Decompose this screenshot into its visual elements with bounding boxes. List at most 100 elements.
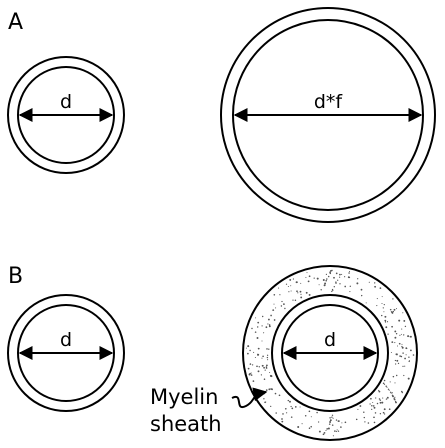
sheath-dot [406,347,408,349]
sheath-dot [299,406,301,408]
sheath-dot [310,425,312,428]
sheath-dot [263,332,265,334]
sheath-dot [275,412,277,414]
sheath-dot [335,282,337,284]
sheath-dot [294,299,297,302]
sheath-dot [373,421,376,424]
sheath-dot [338,420,340,422]
sheath-dot [258,366,260,368]
sheath-dot [268,348,270,350]
sheath-dot [331,290,333,293]
sheath-dot [404,365,406,367]
unmyelinated-diameter-label: d [60,329,72,351]
sheath-dot [331,416,333,418]
sheath-dot [370,397,372,400]
sheath-dot [404,325,407,328]
sheath-dot [257,347,260,350]
sheath-dot [247,352,249,355]
sheath-dot [266,348,268,350]
sheath-dot [383,408,386,411]
sheath-dot [257,321,260,324]
sheath-dot [401,345,403,348]
sheath-dot [330,270,332,272]
sheath-dot [383,383,386,385]
sheath-dot [394,359,397,362]
sheath-dot [329,419,332,422]
sheath-dot [365,302,367,304]
sheath-dot [341,273,343,275]
sheath-dot [322,279,325,281]
sheath-dot [331,288,334,291]
sheath-dot [374,412,377,414]
sheath-dot [382,411,385,414]
sheath-dot [300,296,303,299]
sheath-dot [261,315,264,318]
sheath-dot [357,408,359,410]
sheath-dot [272,309,275,311]
sheath-dot [409,336,411,338]
sheath-dot [247,367,250,370]
sheath-dot [410,349,412,352]
sheath-dot [251,327,253,330]
sheath-dot [392,375,395,378]
large-fiber-diameter-label: d*f [314,91,344,113]
sheath-dot [339,273,341,276]
sheath-dot [383,311,385,313]
sheath-dot [393,308,396,311]
sheath-dot [391,392,393,394]
sheath-dot [273,319,276,321]
sheath-dot [394,363,397,365]
sheath-dot [368,281,370,283]
sheath-dot [389,381,391,383]
sheath-dot [323,284,326,287]
sheath-dot [341,422,343,424]
sheath-dot [402,312,404,314]
sheath-dot [381,401,384,404]
sheath-dot [274,392,277,395]
sheath-dot [255,317,257,319]
sheath-dot [320,289,322,291]
sheath-dot [404,357,407,360]
sheath-dot [284,307,286,310]
sheath-dot [349,291,351,293]
sheath-dot [325,279,327,282]
sheath-dot [292,278,294,280]
sheath-dot [254,356,256,359]
sheath-dot [290,416,293,418]
sheath-dot [339,276,341,278]
sheath-dot [335,419,338,421]
sheath-dot [355,418,358,421]
sheath-dot [379,399,382,401]
sheath-dot [361,294,363,297]
sheath-dot [336,430,338,433]
myelin-sheath-pointer [231,387,268,409]
sheath-dot [395,308,398,310]
sheath-dot [290,285,292,287]
sheath-dot [328,423,331,425]
sheath-dot [391,311,394,314]
sheath-dot [407,335,410,338]
sheath-dot [387,333,389,335]
sheath-dot [344,421,347,424]
sheath-dot [394,330,397,333]
sheath-dot [305,276,307,279]
sheath-dot [396,345,399,347]
sheath-dot [373,416,375,419]
panel-a-small-fiber: d [7,56,125,174]
sheath-dot [273,303,275,305]
sheath-dot [386,321,389,323]
sheath-dot [363,416,365,419]
sheath-dot [287,399,290,402]
sheath-dot [381,296,383,298]
small-fiber-outer-ring [7,56,125,174]
sheath-dot [287,285,289,288]
sheath-dot [400,355,403,358]
sheath-dot [300,293,302,295]
sheath-dot [340,426,342,428]
sheath-dot [333,286,335,288]
sheath-dot [318,430,321,433]
sheath-dot [382,307,384,309]
sheath-dot [266,354,269,356]
sheath-dot [266,364,268,367]
sheath-dot [331,414,334,416]
